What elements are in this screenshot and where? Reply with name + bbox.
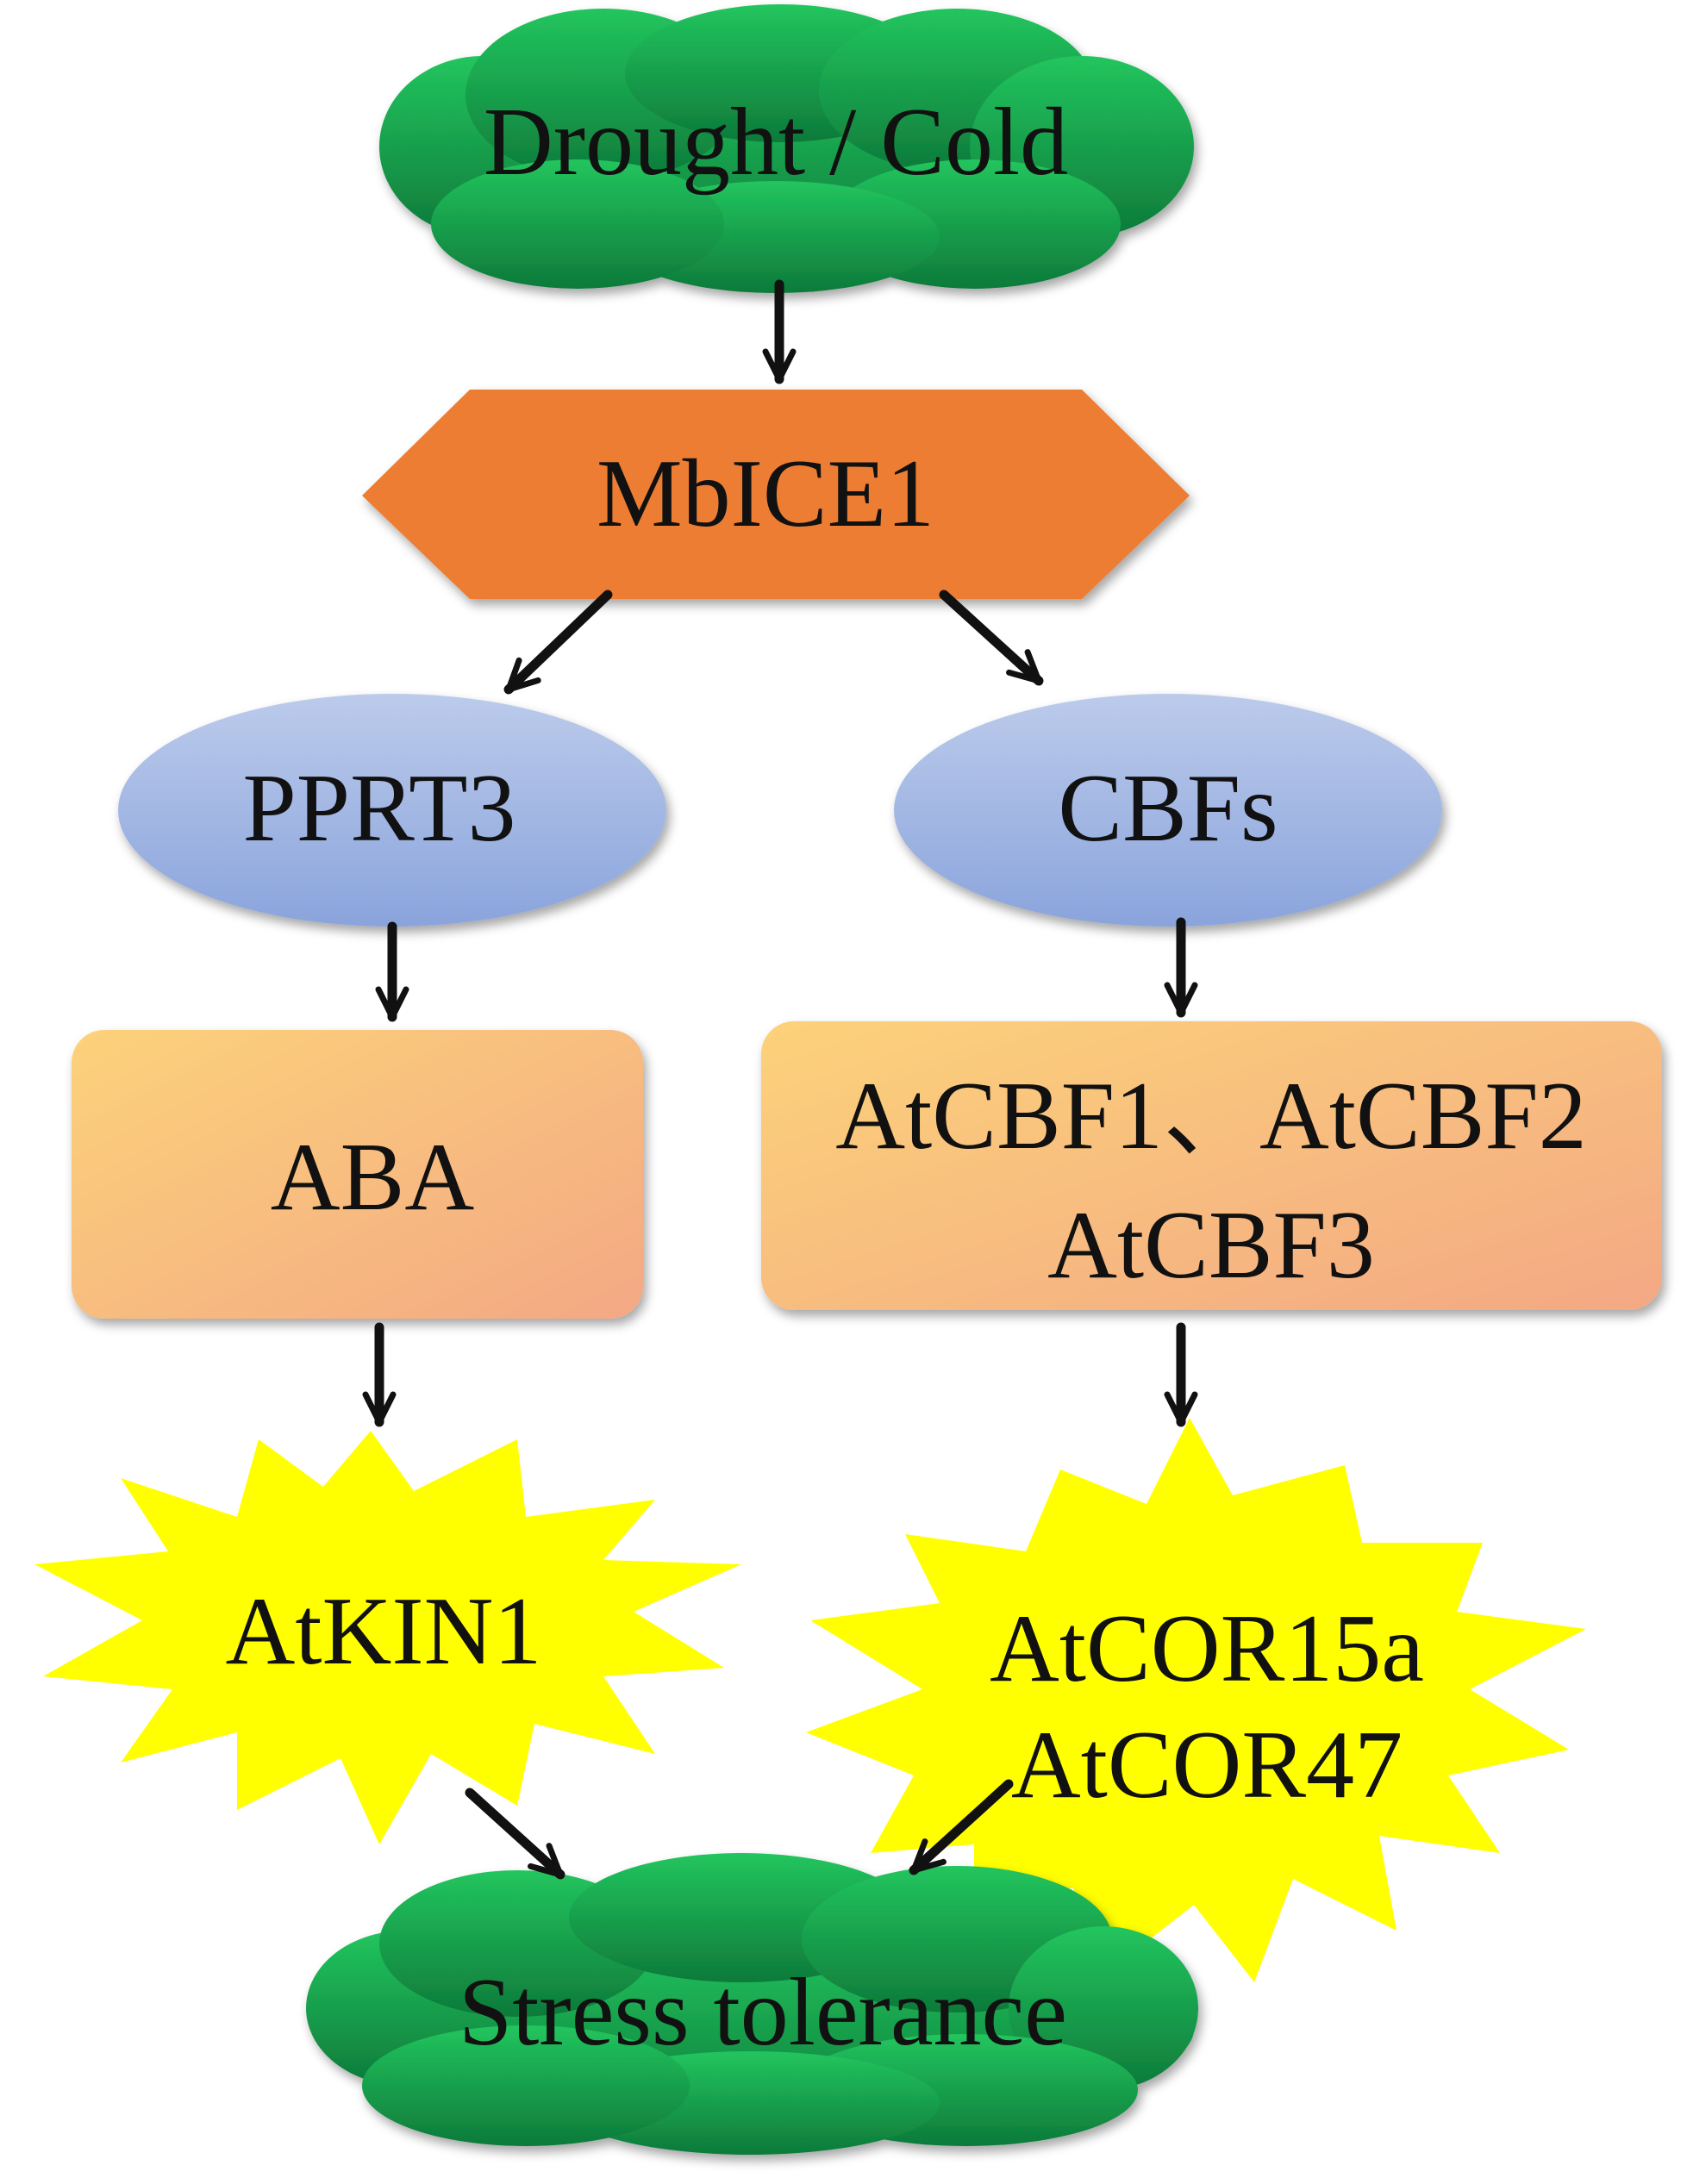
cbfs-ellipse <box>894 694 1442 927</box>
atcbf-box <box>761 1021 1662 1310</box>
arrow-mbice1-to-pprt3 <box>509 590 613 695</box>
atcor-label-line2: AtCOR47 <box>1011 1712 1403 1819</box>
pprt3-ellipse <box>118 694 666 927</box>
arrows <box>379 279 1181 1880</box>
arrow-atcor-to-stress-tolerance <box>914 1779 1014 1875</box>
arrow-mbice1-to-cbfs <box>939 590 1039 686</box>
cloud-shape <box>306 1853 1198 2155</box>
aba-label: ABA <box>271 1124 475 1231</box>
atcor-starburst <box>806 1418 1586 1982</box>
aba-box <box>72 1030 643 1319</box>
mbice1-label: MbICE1 <box>597 440 934 547</box>
atcbf-label-line2: AtCBF3 <box>1047 1192 1375 1299</box>
arrow-atkin1-to-stress-tolerance <box>465 1788 560 1880</box>
atcor-label-line1: AtCOR15a <box>990 1595 1424 1702</box>
stress-tolerance-node <box>306 1853 1198 2155</box>
cbfs-label: CBFs <box>1058 755 1278 862</box>
drought-cold-node <box>379 4 1194 293</box>
atcbf-label-line1: AtCBF1、AtCBF2 <box>835 1063 1586 1170</box>
cloud-shape <box>379 4 1194 293</box>
atkin1-label: AtKIN1 <box>225 1578 541 1685</box>
atkin1-starburst <box>34 1431 741 1844</box>
pprt3-label: PPRT3 <box>243 755 516 862</box>
mbice1-hexagon <box>362 390 1190 599</box>
stress-tolerance-label: Stress tolerance <box>459 1959 1067 2066</box>
drought-cold-label: Drought / Cold <box>484 89 1068 196</box>
